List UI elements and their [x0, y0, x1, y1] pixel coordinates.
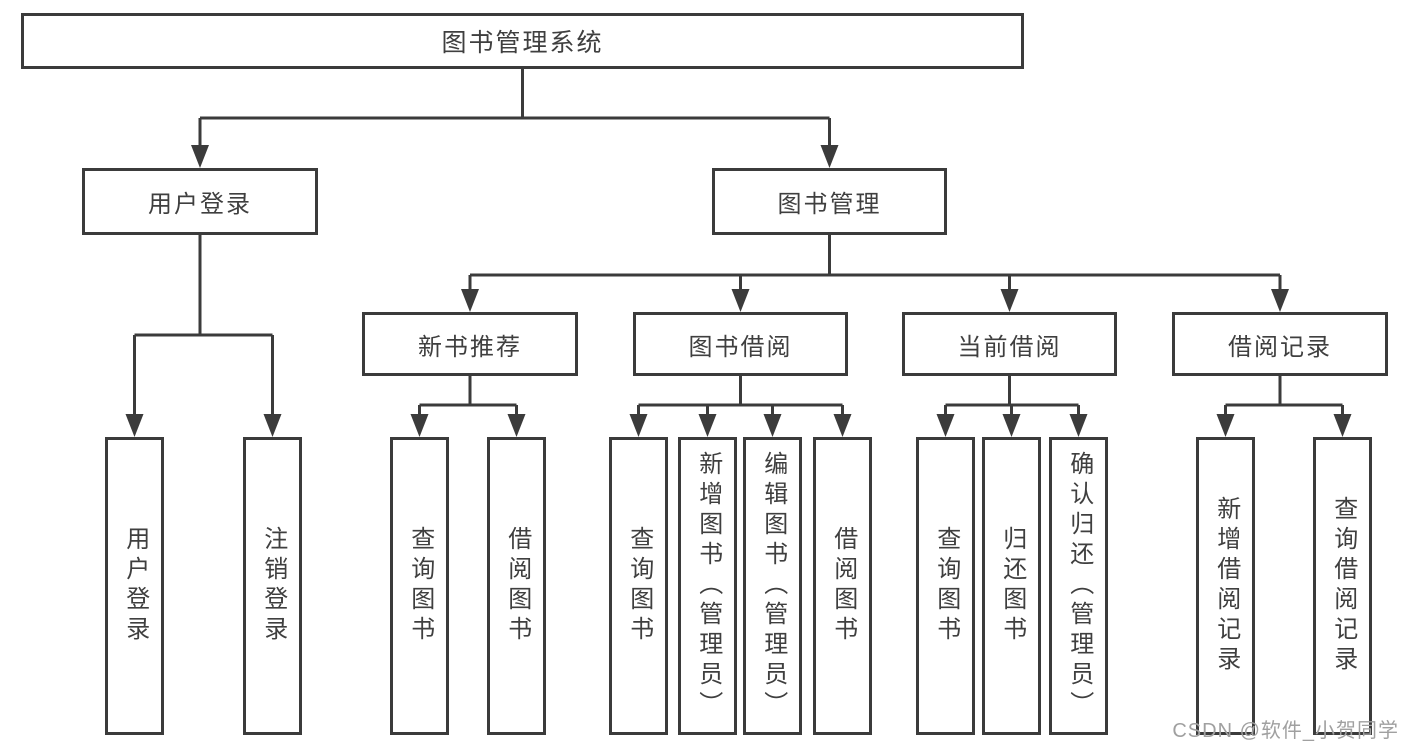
leaf-edit-book-admin-label: 编辑图书（管理员）: [759, 451, 787, 721]
node-book-borrow-label: 图书借阅: [688, 333, 793, 361]
leaf-query-books-recommend: 查询图书: [390, 437, 449, 735]
node-current-borrow: 当前借阅: [902, 312, 1117, 376]
node-user-login: 用户登录: [82, 168, 318, 235]
node-book-borrow: 图书借阅: [633, 312, 848, 376]
leaf-confirm-return-admin-label: 确认归还（管理员）: [1065, 451, 1093, 721]
node-library-system-label: 图书管理系统: [441, 29, 604, 57]
node-current-borrow-label: 当前借阅: [957, 333, 1062, 361]
leaf-query-books-borrow-label: 查询图书: [625, 526, 653, 646]
node-book-management: 图书管理: [712, 168, 947, 235]
leaf-query-borrow-record: 查询借阅记录: [1313, 437, 1372, 735]
leaf-borrow-books-label: 借阅图书: [829, 526, 857, 646]
leaf-logout-label: 注销登录: [259, 526, 287, 646]
leaf-borrow-books: 借阅图书: [813, 437, 872, 735]
node-borrow-records-label: 借阅记录: [1228, 333, 1332, 361]
leaf-query-books-recommend-label: 查询图书: [406, 526, 434, 646]
leaf-query-books-current-label: 查询图书: [932, 526, 960, 646]
leaf-edit-book-admin: 编辑图书（管理员）: [743, 437, 802, 735]
leaf-logout: 注销登录: [243, 437, 302, 735]
leaf-confirm-return-admin: 确认归还（管理员）: [1049, 437, 1108, 735]
leaf-add-borrow-record-label: 新增借阅记录: [1212, 496, 1240, 676]
node-user-login-label: 用户登录: [148, 191, 252, 218]
leaf-query-books-borrow: 查询图书: [609, 437, 668, 735]
leaf-user-login-label: 用户登录: [121, 526, 149, 646]
leaf-return-books-label: 归还图书: [998, 526, 1026, 646]
watermark: CSDN @软件_小贺同学: [1172, 720, 1399, 742]
node-library-system: 图书管理系统: [21, 13, 1024, 69]
node-borrow-records: 借阅记录: [1172, 312, 1388, 376]
leaf-add-book-admin-label: 新增图书（管理员）: [694, 451, 722, 721]
node-new-book-recommend: 新书推荐: [362, 312, 578, 376]
node-new-book-recommend-label: 新书推荐: [418, 333, 522, 361]
leaf-borrow-books-recommend: 借阅图书: [487, 437, 546, 735]
leaf-query-books-current: 查询图书: [916, 437, 975, 735]
node-book-management-label: 图书管理: [777, 191, 882, 218]
leaf-return-books: 归还图书: [982, 437, 1041, 735]
leaf-add-borrow-record: 新增借阅记录: [1196, 437, 1255, 735]
leaf-borrow-books-recommend-label: 借阅图书: [503, 526, 531, 646]
leaf-query-borrow-record-label: 查询借阅记录: [1329, 496, 1357, 676]
leaf-user-login: 用户登录: [105, 437, 164, 735]
leaf-add-book-admin: 新增图书（管理员）: [678, 437, 737, 735]
